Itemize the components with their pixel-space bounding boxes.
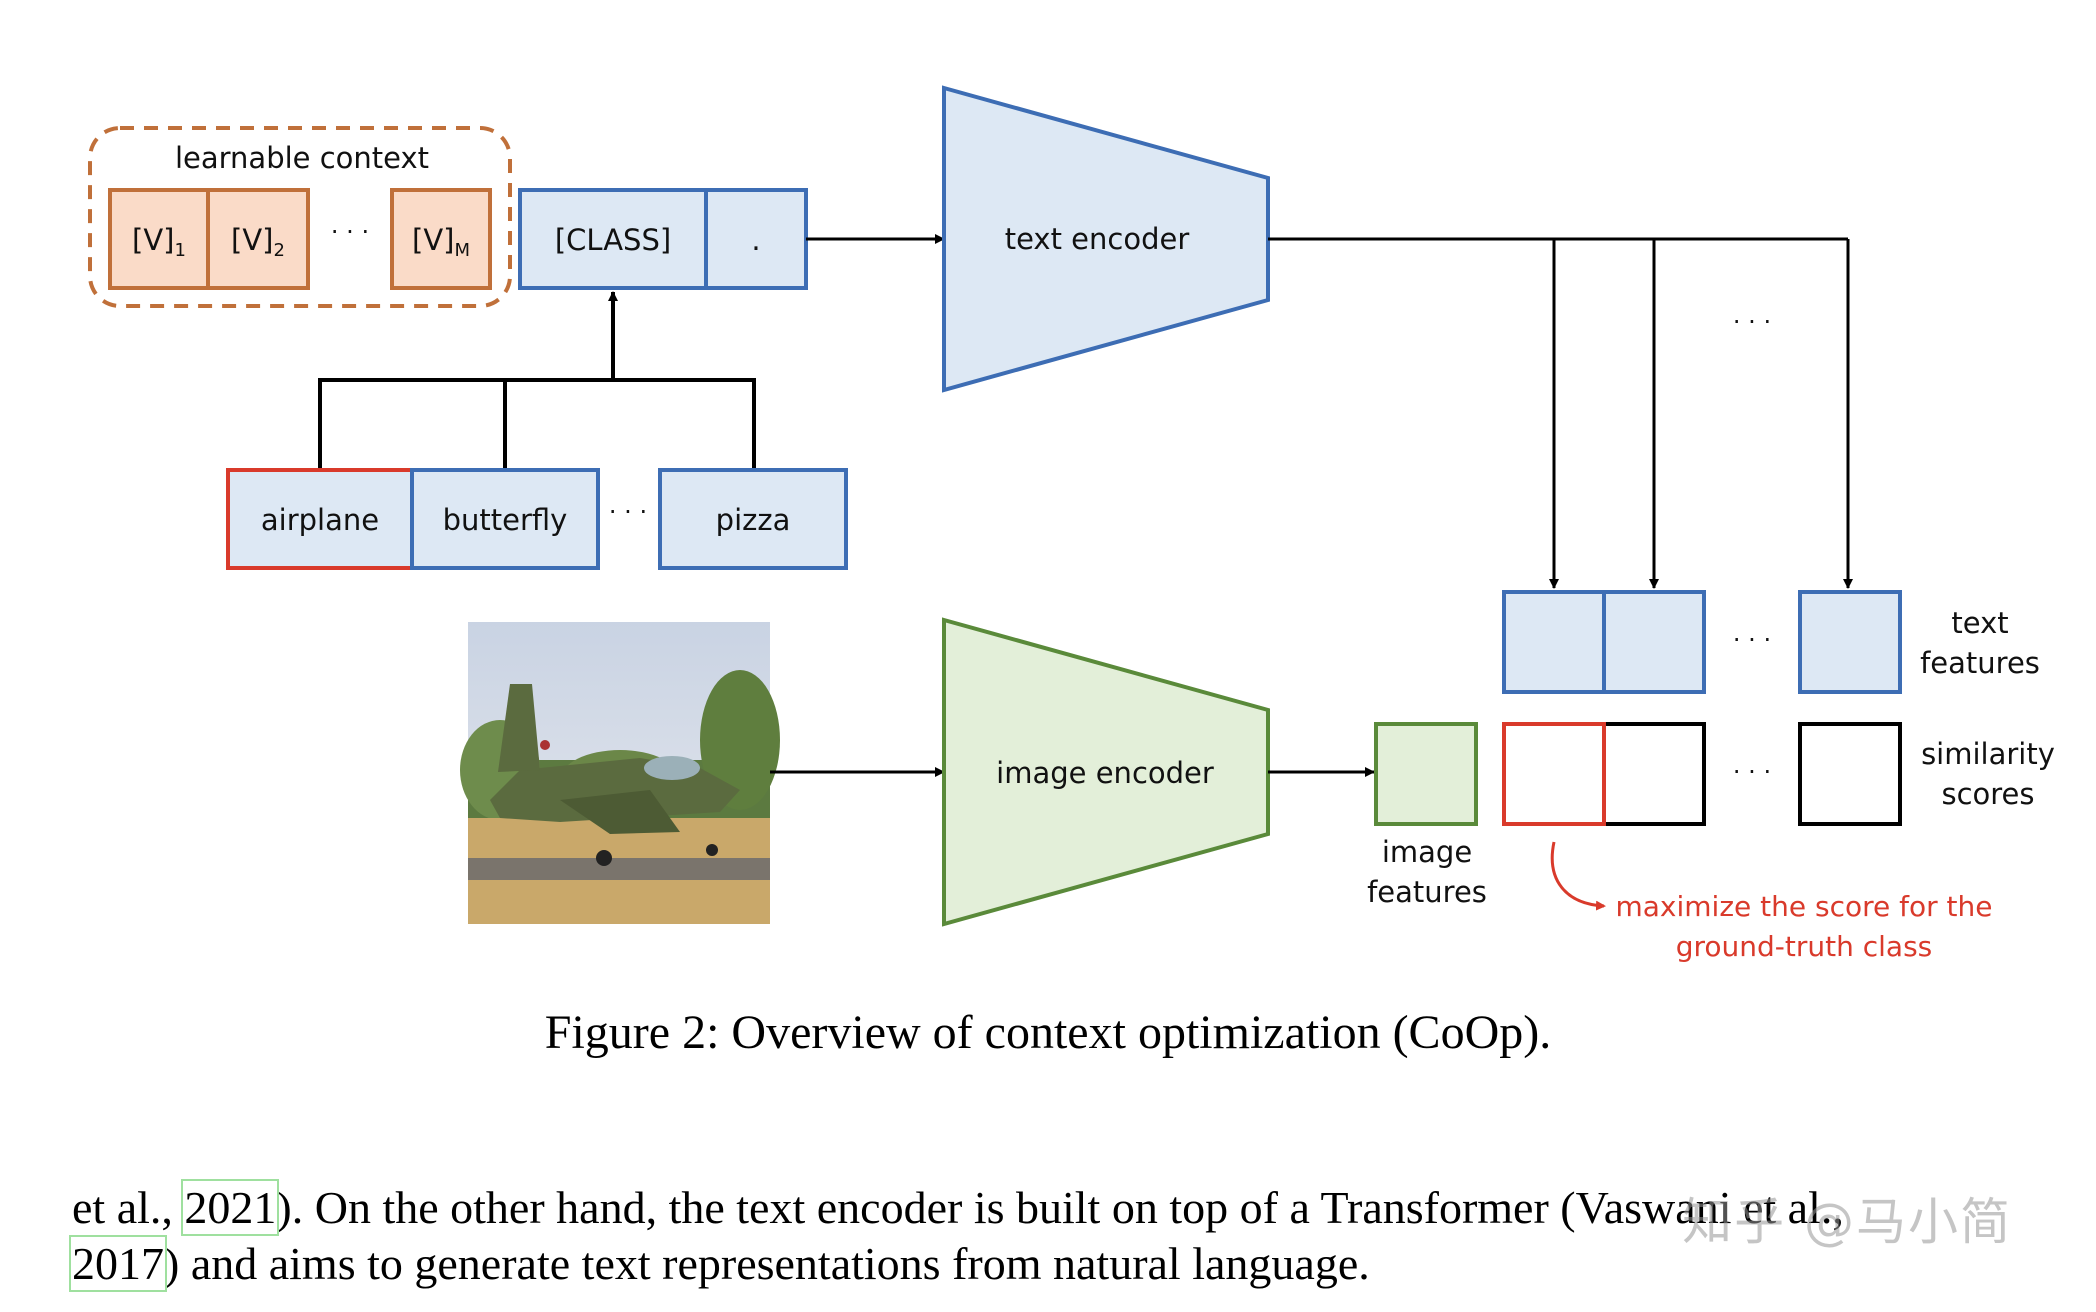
period-token-label: .	[751, 223, 760, 257]
class-token-label: [CLASS]	[555, 223, 671, 257]
context-token-1	[108, 188, 210, 290]
scores-ellipsis: · · ·	[1733, 758, 1771, 786]
text-features-label-1: text	[1951, 606, 2008, 640]
similarity-scores-group: · · · similarity scores	[1502, 722, 2055, 826]
text-feature-1	[1502, 590, 1606, 694]
para-text-3: ) and aims to generate text representati…	[164, 1238, 1370, 1289]
class-ellipsis: · · ·	[609, 498, 647, 526]
token-1-label: [V]	[132, 223, 174, 257]
class-box-butterfly	[410, 468, 600, 570]
text-features-ellipsis: · · ·	[1733, 626, 1771, 654]
text-output-branches	[1268, 237, 1853, 589]
branch-ellipsis: · · ·	[1733, 308, 1771, 336]
image-features-label-2: features	[1367, 875, 1487, 909]
figure-caption: Figure 2: Overview of context optimizati…	[544, 1006, 1552, 1059]
para-text-1: et al.,	[72, 1182, 173, 1233]
class-token-box	[518, 188, 708, 290]
class-label-airplane: airplane	[261, 503, 379, 537]
class-box-airplane	[226, 468, 414, 570]
similarity-label-2: scores	[1941, 777, 2034, 811]
text-features-group: · · · text features	[1502, 590, 2040, 694]
text-feature-n	[1798, 590, 1902, 694]
token-2-label: [V]	[231, 223, 273, 257]
image-encoder-label: image encoder	[996, 756, 1214, 790]
class-label-pizza: pizza	[716, 503, 791, 537]
class-token-group: [CLASS] .	[518, 188, 808, 290]
para-text-2: ). On the other hand, the text encoder i…	[276, 1182, 1844, 1233]
class-label-butterfly: butterfly	[443, 503, 568, 537]
text-feature-2	[1602, 590, 1706, 694]
image-features-label-1: image	[1382, 835, 1472, 869]
learnable-context-group: learnable context [V]1 [V]2 · · · [V]M	[88, 126, 512, 308]
body-paragraph: et al., 2021). On the other hand, the te…	[69, 1179, 2062, 1292]
text-encoder-label: text encoder	[1005, 222, 1190, 256]
context-ellipsis: · · ·	[331, 218, 369, 246]
image-encoder-shape	[942, 617, 1270, 927]
svg-text:[V]M: [V]M	[412, 223, 470, 261]
class-box-pizza	[658, 468, 848, 570]
similarity-label-1: similarity	[1921, 737, 2055, 771]
text-features-label-2: features	[1920, 646, 2040, 680]
maximize-note-1: maximize the score for the	[1615, 890, 1992, 923]
context-token-2	[206, 188, 310, 290]
token-2-sub: 2	[274, 240, 285, 261]
token-m-sub: M	[454, 240, 470, 261]
maximize-note-2: ground-truth class	[1676, 930, 1933, 963]
class-tree	[318, 291, 756, 470]
token-1-sub: 1	[175, 240, 186, 261]
image-feature-box	[1374, 722, 1478, 826]
input-image-airplane	[460, 622, 780, 924]
text-encoder-shape	[942, 85, 1270, 393]
token-m-label: [V]	[412, 223, 454, 257]
learnable-context-label: learnable context	[175, 141, 429, 175]
watermark: 知乎 @马小简	[1682, 1193, 2012, 1251]
class-candidates: airplane butterfly · · · pizza	[226, 468, 848, 570]
score-box-1	[1602, 722, 1706, 826]
score-box-ground-truth	[1502, 722, 1606, 826]
score-box-n	[1798, 722, 1902, 826]
context-token-m	[390, 188, 492, 290]
citation-2017[interactable]: 2017	[69, 1235, 167, 1292]
maximize-arrow	[1550, 841, 1606, 911]
citation-2021[interactable]: 2021	[181, 1179, 280, 1236]
svg-text:[V]2: [V]2	[231, 223, 285, 261]
svg-text:[V]1: [V]1	[132, 223, 186, 261]
